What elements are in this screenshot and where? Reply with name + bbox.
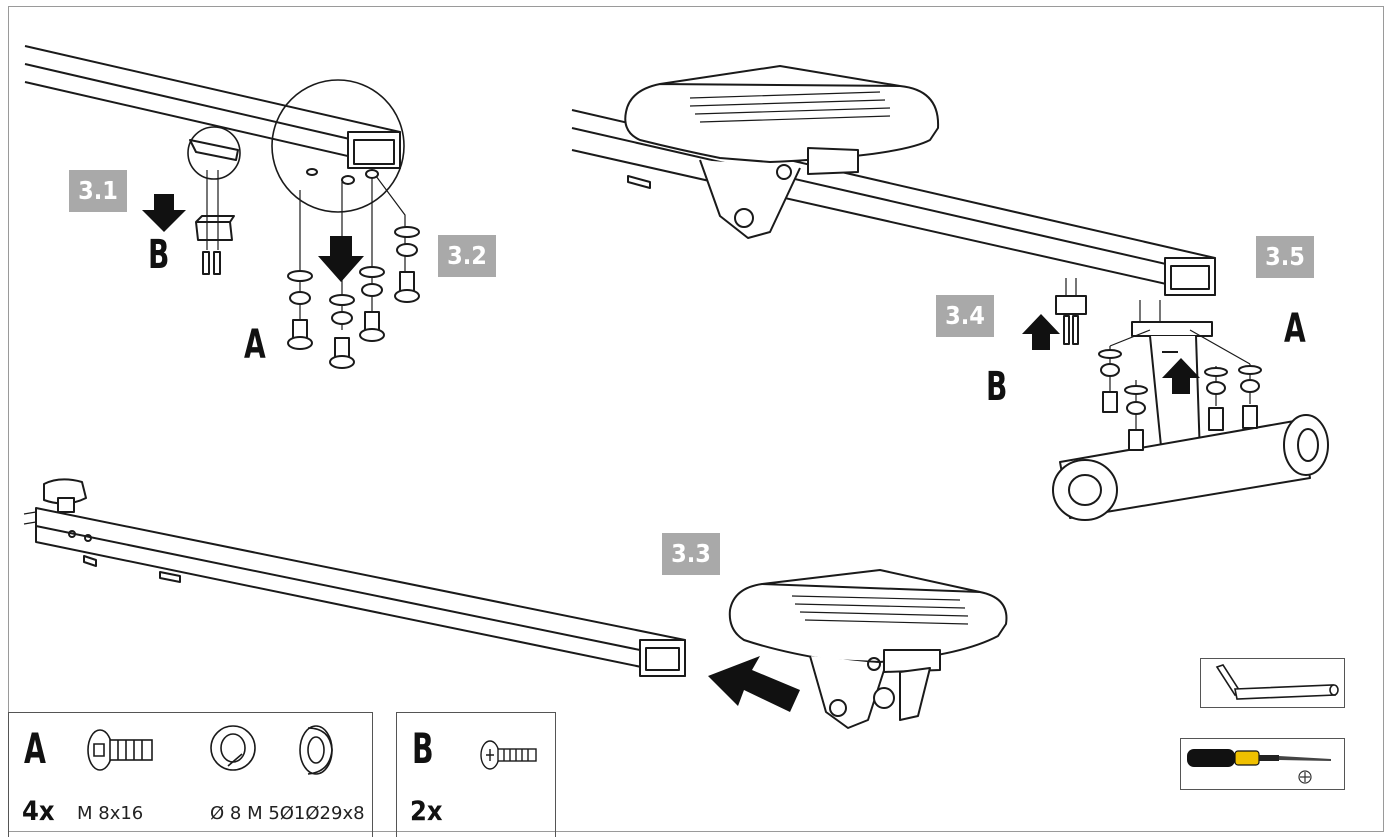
step-label-3-1: 3.1 <box>69 170 127 212</box>
step-label-3-2: 3.2 <box>438 235 496 277</box>
lock-washer-icon <box>210 725 256 771</box>
lower-rail <box>23 478 686 677</box>
callout-b-right: B <box>986 364 1008 410</box>
upper-right-rail <box>571 109 1216 296</box>
hex-key-icon <box>1215 664 1339 700</box>
parts-box-a <box>8 712 373 837</box>
seat-lower <box>728 569 1008 729</box>
callout-a-left: A <box>244 322 266 368</box>
step-label-3-3: 3.3 <box>662 533 720 575</box>
bolt-stacks-right <box>1098 329 1262 451</box>
bolt-stacks-left <box>287 168 420 369</box>
screw-icon <box>480 740 537 770</box>
step-label-3-5: 3.5 <box>1256 236 1314 278</box>
page-frame <box>8 6 1384 832</box>
callout-b-left: B <box>148 232 170 278</box>
washer-spec: Ø 8 M 5Ø1Ø29x8 <box>210 803 365 824</box>
arrows <box>142 194 1200 712</box>
detail-circle <box>271 79 405 213</box>
upper-left-rail <box>24 45 401 169</box>
parts-box-b <box>396 712 556 837</box>
callout-a-right: A <box>1284 306 1306 352</box>
screwdriver-icon <box>1187 749 1331 784</box>
arrow-up-b <box>1022 314 1060 350</box>
rail-insert-b <box>195 170 235 275</box>
bolt-spec: M 8x16 <box>77 803 144 824</box>
step-label-3-4: 3.4 <box>936 295 994 337</box>
parts-box-a-quantity: 4x <box>22 796 55 827</box>
parts-box-b-letter: B <box>412 724 434 773</box>
detail-circle-small <box>187 126 241 180</box>
arrow-down-b <box>142 194 186 232</box>
seat-upper <box>624 65 940 239</box>
flat-washer-icon <box>299 725 333 775</box>
parts-box-b-quantity: 2x <box>410 796 443 827</box>
screwdriver-tool-box <box>1180 738 1345 790</box>
hex-key-tool-box <box>1200 658 1345 708</box>
bolt-icon <box>87 729 153 771</box>
arrow-down-a <box>318 236 364 282</box>
arrow-up-a <box>1162 358 1200 394</box>
parts-box-a-letter: A <box>24 724 46 773</box>
parts-a-icons <box>87 725 333 775</box>
arrow-seat-slide <box>708 656 800 712</box>
